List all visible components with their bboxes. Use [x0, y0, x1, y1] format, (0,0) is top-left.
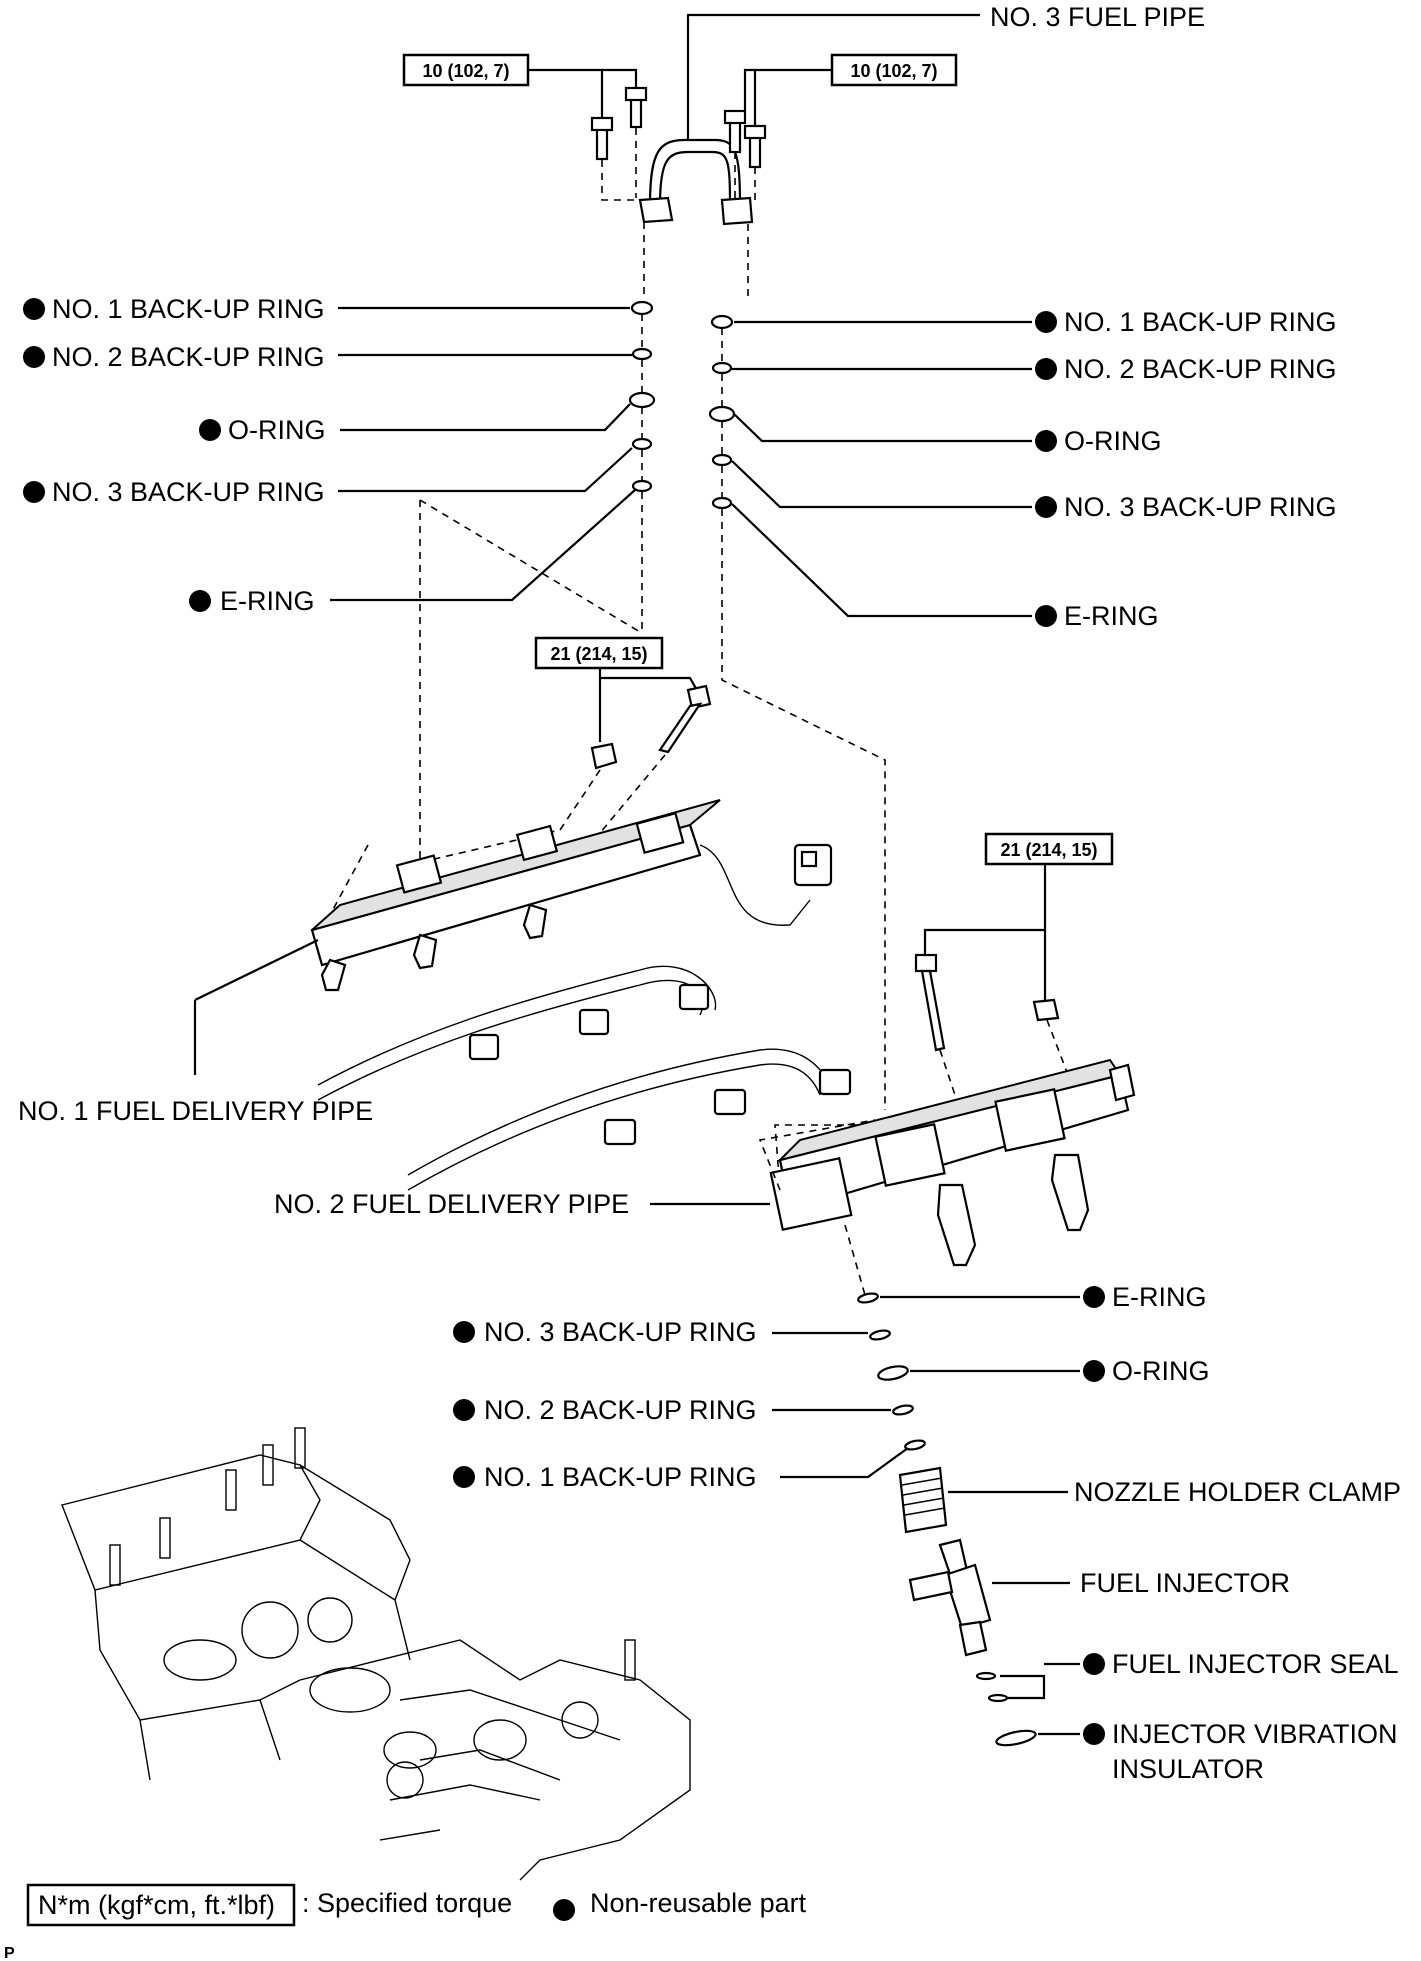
nonreusable-dot	[23, 346, 45, 368]
corner-mark: P	[4, 1945, 15, 1961]
fuel-injector-label: FUEL INJECTOR	[1080, 1568, 1290, 1598]
no1-fuel-delivery-pipe-label: NO. 1 FUEL DELIVERY PIPE	[18, 1096, 373, 1126]
lower-ring-stack	[857, 1292, 926, 1451]
nozzle-holder-clamp	[898, 1466, 948, 1534]
torque-top-right: 10 (102, 7)	[850, 61, 937, 81]
right-no2-backup-label: NO. 2 BACK-UP RING	[1064, 354, 1337, 384]
nonreusable-dot	[199, 419, 221, 441]
right-oring-label: O-RING	[1064, 426, 1162, 456]
wire-harness-upper	[317, 965, 717, 1101]
left-oring-label: O-RING	[228, 415, 326, 445]
torque-box-top-left	[402, 53, 530, 87]
fuel-injector-seal	[975, 1671, 1009, 1703]
middle-bolts	[590, 684, 712, 770]
low-no2-backup-label: NO. 2 BACK-UP RING	[484, 1395, 757, 1425]
legend-torque-text: : Specified torque	[302, 1888, 512, 1918]
no2-fuel-delivery-pipe	[769, 1058, 1136, 1267]
right-ering-label: E-RING	[1064, 601, 1159, 631]
no3-fuel-pipe-label: NO. 3 FUEL PIPE	[990, 2, 1205, 32]
legend-nonreusable-text: Non-reusable part	[590, 1888, 807, 1918]
injector-vibration-insulator	[995, 1729, 1037, 1747]
nonreusable-dot	[453, 1466, 475, 1488]
nonreusable-dot	[453, 1321, 475, 1343]
wire-harness-lower	[407, 1048, 852, 1191]
nonreusable-dot	[1083, 1653, 1105, 1675]
nonreusable-dot	[1035, 358, 1057, 380]
legend-nonreusable-dot	[553, 1899, 575, 1921]
low-no1-backup-label: NO. 1 BACK-UP RING	[484, 1462, 757, 1492]
legend-torque-box	[26, 1883, 296, 1927]
low-ering-label: E-RING	[1112, 1282, 1207, 1312]
right-no1-backup-label: NO. 1 BACK-UP RING	[1064, 307, 1337, 337]
nonreusable-dot	[23, 481, 45, 503]
engine-block-sketch	[61, 1427, 691, 1881]
vibration-insulator-label-2: INSULATOR	[1112, 1754, 1264, 1784]
nonreusable-dot	[1035, 605, 1057, 627]
left-ering-label: E-RING	[220, 586, 315, 616]
torque-middle: 21 (214, 15)	[550, 644, 647, 664]
nonreusable-dot	[1083, 1286, 1105, 1308]
left-ring-stack	[628, 300, 656, 493]
torque-top-left-leader	[528, 68, 604, 118]
nonreusable-dot	[1035, 311, 1057, 333]
low-no3-backup-label: NO. 3 BACK-UP RING	[484, 1317, 757, 1347]
no3-fuel-pipe-leader	[686, 13, 980, 140]
injector-seal-label: FUEL INJECTOR SEAL	[1112, 1649, 1399, 1679]
torque-box-top-right	[830, 53, 958, 87]
vibration-insulator-label-1: INJECTOR VIBRATION	[1112, 1719, 1398, 1749]
nonreusable-dot	[453, 1399, 475, 1421]
fuel-injector	[908, 1538, 992, 1657]
nonreusable-dot	[1083, 1360, 1105, 1382]
no3-fuel-pipe	[638, 138, 754, 226]
torque-box-right	[984, 832, 1114, 866]
left-no3-backup-label: NO. 3 BACK-UP RING	[52, 477, 325, 507]
nonreusable-dot	[1083, 1723, 1105, 1745]
legend-torque-unit: N*m (kgf*cm, ft.*lbf)	[38, 1890, 275, 1920]
top-bolts	[590, 86, 767, 169]
right-bolts	[914, 953, 1060, 1052]
no1-fuel-delivery-pipe	[310, 799, 833, 992]
right-no3-backup-label: NO. 3 BACK-UP RING	[1064, 492, 1337, 522]
torque-top-left: 10 (102, 7)	[422, 61, 509, 81]
nonreusable-dot	[23, 298, 45, 320]
left-no2-backup-label: NO. 2 BACK-UP RING	[52, 342, 325, 372]
torque-right: 21 (214, 15)	[1000, 840, 1097, 860]
nonreusable-dot	[1035, 430, 1057, 452]
nonreusable-dot	[189, 590, 211, 612]
nozzle-clamp-label: NOZZLE HOLDER CLAMP	[1074, 1477, 1401, 1507]
torque-top-right-leader	[743, 68, 832, 111]
no2-fuel-delivery-pipe-label: NO. 2 FUEL DELIVERY PIPE	[274, 1189, 629, 1219]
nonreusable-dot	[1035, 496, 1057, 518]
left-no1-backup-label: NO. 1 BACK-UP RING	[52, 294, 325, 324]
torque-box-middle	[534, 636, 664, 670]
low-oring-label: O-RING	[1112, 1356, 1210, 1386]
